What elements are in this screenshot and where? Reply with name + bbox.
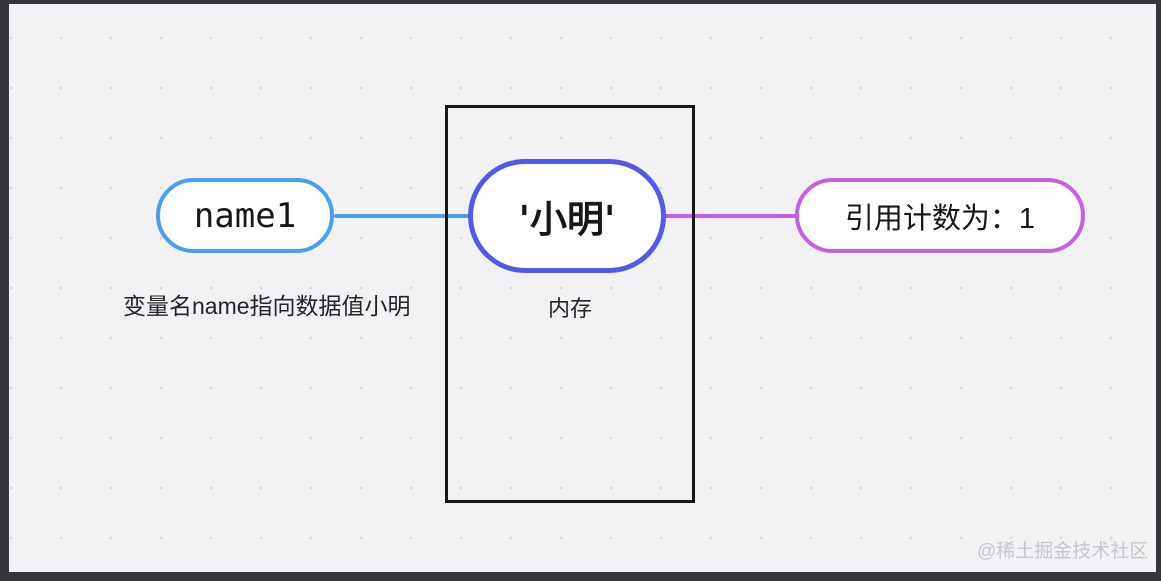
frame-border-left <box>0 0 9 581</box>
frame-border-top <box>0 0 1161 4</box>
frame-border-bottom <box>0 572 1161 581</box>
memory-box-label: 内存 <box>547 296 592 321</box>
variable-node: name1 <box>156 178 334 253</box>
variable-node-label: name1 <box>193 195 297 236</box>
connector-value-to-refcount <box>660 214 800 218</box>
connector-variable-to-value <box>334 214 474 218</box>
value-node-label: '小明' <box>518 198 616 241</box>
refcount-node: 引用计数为：1 <box>795 178 1085 253</box>
refcount-node-label: 引用计数为：1 <box>844 202 1036 235</box>
frame-border-right <box>1156 0 1161 581</box>
watermark: @稀土掘金技术社区 <box>977 541 1149 562</box>
memory-box <box>445 105 695 503</box>
value-node: '小明' <box>468 159 666 273</box>
variable-caption: 变量名name指向数据值小明 <box>123 293 411 319</box>
